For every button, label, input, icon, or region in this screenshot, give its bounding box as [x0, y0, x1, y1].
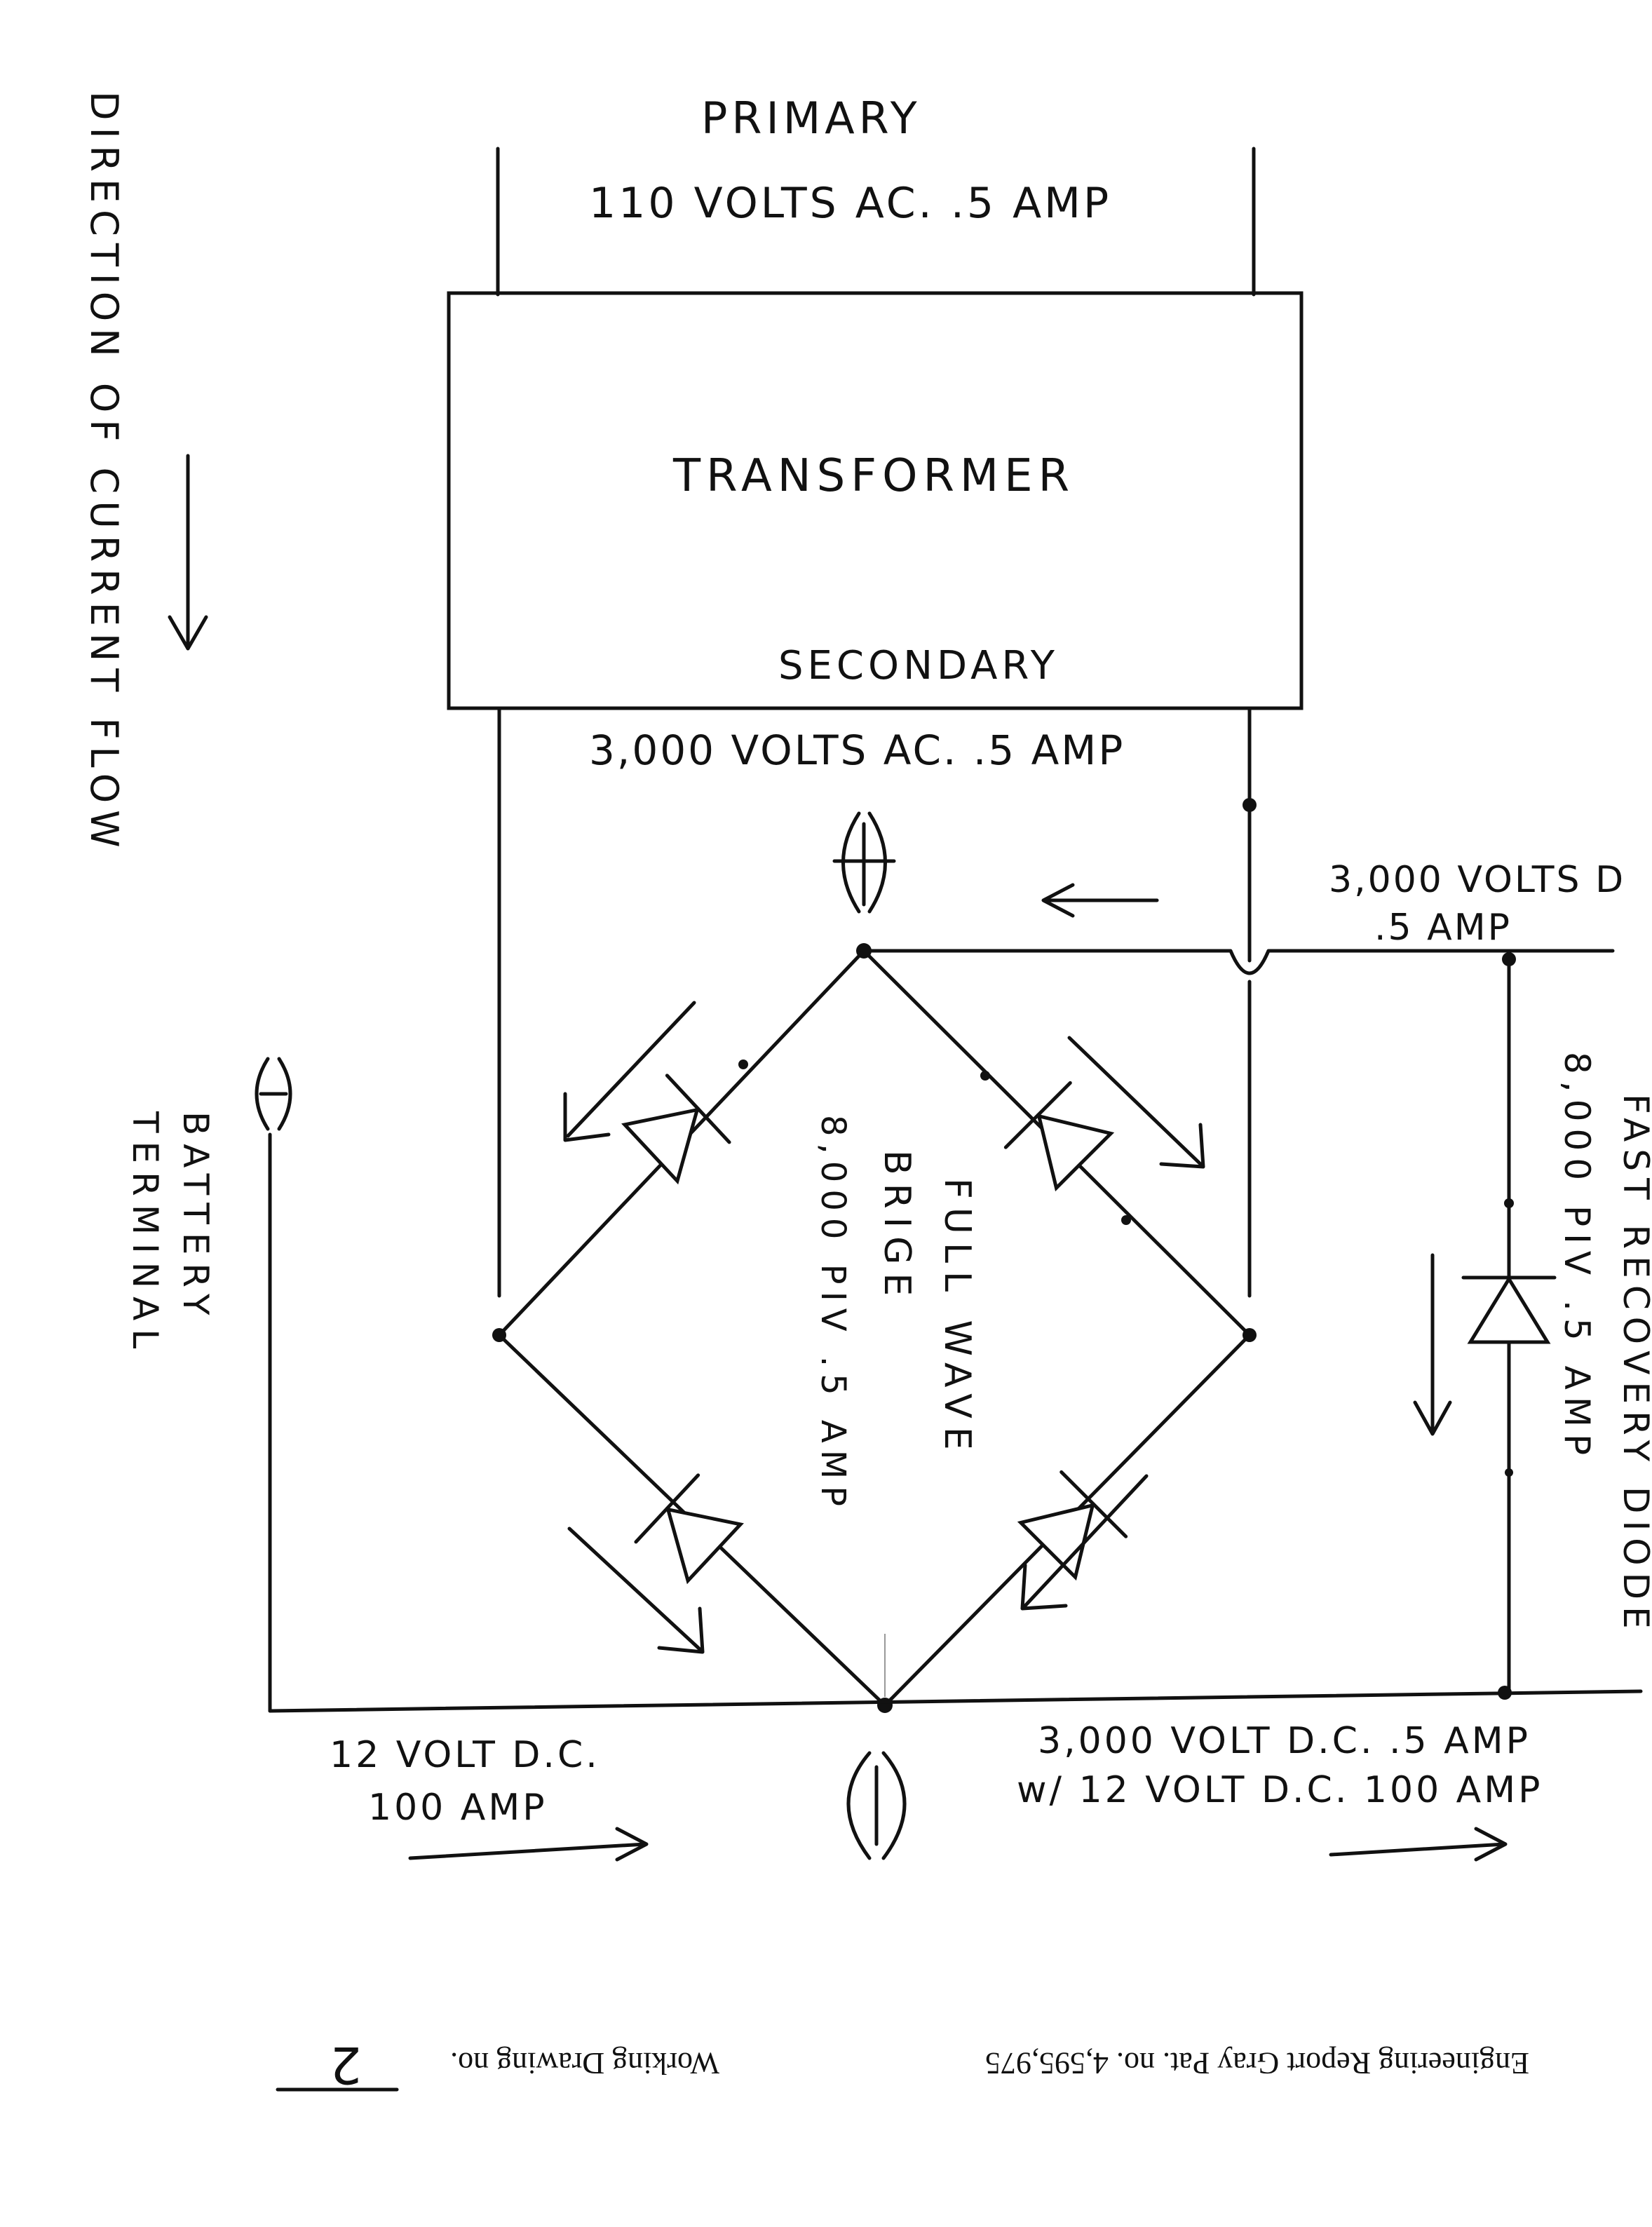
fast-diode-dot-bottom	[1505, 1468, 1513, 1477]
bridge-label-line2: BRIGE	[876, 1150, 918, 1304]
transformer-label: TRANSFORMER	[672, 450, 1075, 502]
bridge-label-line1: FULL WAVE	[936, 1178, 978, 1458]
fast-diode-dot-top	[1504, 1198, 1514, 1208]
direction-label: DIRECTION OF CURRENT FLOW	[82, 91, 126, 855]
bridge-right-node	[1243, 1328, 1257, 1342]
diode-icon	[1003, 1081, 1115, 1192]
diode-icon	[1017, 1470, 1128, 1581]
bridge-bottom-node	[877, 1698, 893, 1713]
battery-terminal-line2: TERMINAL	[125, 1111, 165, 1357]
diagonal-arrow-icon	[1067, 1036, 1205, 1169]
output-node-bottom	[1498, 1686, 1512, 1700]
bridge-dot-2	[980, 1071, 990, 1081]
left-arrow-icon	[1041, 883, 1159, 918]
diode-icon	[621, 1074, 731, 1185]
down-arrow-icon	[168, 454, 208, 651]
primary-title: PRIMARY	[701, 93, 921, 144]
diagonal-arrow-icon	[563, 1001, 696, 1142]
primary-rating: 110 VOLTS AC. .5 AMP	[589, 179, 1111, 228]
junction-dot	[1243, 798, 1257, 812]
dc-output-line1: 3,000 VOLTS D	[1329, 859, 1625, 901]
bridge-left-node	[492, 1328, 506, 1342]
right-arrow-icon	[408, 1827, 649, 1862]
battery-input-line1: 12 VOLT D.C.	[330, 1734, 600, 1776]
diagonal-arrow-icon	[567, 1527, 705, 1654]
fast-diode-icon	[1461, 1275, 1557, 1344]
footer-drawing-label: Working Drawing no.	[450, 2046, 719, 2080]
transformer-box	[447, 291, 1304, 710]
bridge-dot-3	[1121, 1215, 1131, 1225]
right-arrow-icon	[1329, 1827, 1508, 1862]
fast-diode-line1: FAST RECOVERY DIODE	[1616, 1094, 1652, 1636]
diode-icon	[634, 1473, 744, 1585]
negative-symbol-icon	[255, 1057, 292, 1131]
dc-output-line2: .5 AMP	[1374, 907, 1512, 949]
dc-output-line	[862, 949, 1615, 975]
footer-drawing-number: 2	[330, 2036, 362, 2094]
combined-output-line2: w/ 12 VOLT D.C. 100 AMP	[1017, 1769, 1543, 1811]
diagonal-arrow-icon	[1020, 1474, 1149, 1611]
footer: Engineering Report Gray Pat. no. 4,595,9…	[276, 2036, 1529, 2094]
battery-input-line2: 100 AMP	[368, 1787, 548, 1829]
down-arrow-icon	[1413, 1253, 1452, 1436]
fast-diode-line2: 8,000 PIV .5 AMP	[1557, 1052, 1597, 1462]
positive-symbol-icon	[832, 811, 896, 914]
secondary-rating: 3,000 VOLTS AC. .5 AMP	[589, 726, 1125, 774]
combined-output-line1: 3,000 VOLT D.C. .5 AMP	[1038, 1720, 1531, 1762]
battery-terminal-line1: BATTERY	[175, 1111, 216, 1324]
negative-symbol-icon	[846, 1751, 907, 1860]
bridge-dot-1	[738, 1060, 748, 1069]
secondary-label: SECONDARY	[778, 643, 1059, 689]
footer-report: Engineering Report Gray Pat. no. 4,595,9…	[985, 2046, 1529, 2080]
bottom-bus	[268, 1689, 1643, 1713]
bridge-label-line3: 8,000 PIV .5 AMP	[813, 1115, 853, 1513]
